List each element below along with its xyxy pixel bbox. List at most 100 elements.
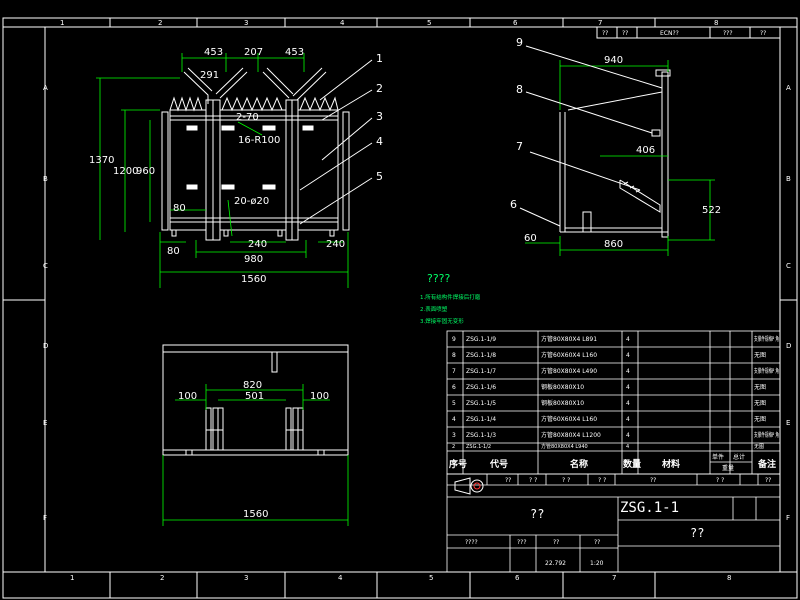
grid-row-d: D [43,342,48,350]
grid-col-8-bottom: 8 [727,574,731,582]
grid-col-1: 1 [60,19,64,27]
dim-60: 60 [524,233,537,244]
dim-16-r100: 16-R100 [238,135,280,146]
technical-notes: ???? 1.所有结构件焊接后打磨 2.表面喷塑 3.焊接牢固无变形 [420,272,481,325]
grid-col-8: 8 [714,19,718,27]
bom-rows: 9 ZSG.1-1/9 方管80X80X4 L891 4 支撑件规格P 角 8 … [452,335,779,439]
dim-522: 522 [702,205,721,216]
bom-header-remark: 备注 [757,458,776,470]
drawing-number: ZSG.1-1 [620,500,679,516]
dim-291: 291 [200,70,219,81]
title-block [446,473,781,573]
grid-col-5-bottom: 5 [429,574,433,582]
sub-cell-1: ?? [505,477,511,484]
table-row: 7 ZSG.1-1/7 方管80X80X4 L490 4 支撑件规格P 角 [452,367,779,375]
grid-col-7: 7 [598,19,602,27]
balloon-6: 6 [510,198,517,211]
bom-name: 方管80X80X4 L891 [541,335,597,343]
grid-row-b-right: B [786,175,791,183]
side-view [559,69,671,238]
sub-cell-5: ?? [650,477,656,484]
balloon-7: 7 [516,140,523,153]
dim-820: 820 [243,380,262,391]
bom-no: 2 [452,444,455,450]
side-view-dims [525,60,715,256]
drawing-scale: 1:20 [590,560,604,567]
bom-qty: 4 [626,336,630,343]
dim-940: 940 [604,55,623,66]
bom-name: 方管60X60X4 L160 [541,351,597,359]
bom-name: 方管60X60X4 L160 [541,415,597,423]
bom-code: ZSG.1-1/9 [466,336,496,343]
drawing-name: ?? [530,507,544,521]
grid-row-b: B [43,175,48,183]
title-sub-row: ?? ? ? ? ? ? ? ?? ? ? ?? [505,477,771,484]
side-balloons [519,45,663,227]
bom-remark: 无图 [754,352,766,359]
bom-qty: 4 [626,416,630,423]
drawing-weight: 22.792 [545,560,566,567]
top-view [162,344,349,456]
grid-col-ticks [109,18,656,598]
grid-col-5: 5 [427,19,431,27]
bom-code: ZSG.1-1/2 [466,444,491,450]
bom-code: ZSG.1-1/5 [466,400,496,407]
dim-980: 980 [244,254,263,265]
tb-label-2: ??? [517,539,527,546]
bom-no: 5 [452,400,456,407]
balloon-2: 2 [376,82,383,95]
dim-1370: 1370 [89,155,114,166]
bom-rows-extra: 2 ZSG.1-1/2 方管80X80X4 L940 4 无图 [452,443,764,450]
bom-name: 方管80X80X4 L490 [541,367,597,375]
dim-453-left: 453 [204,47,223,58]
dim-1560-front: 1560 [241,274,266,285]
bom-header-single: 单件 [712,453,724,461]
grid-right-labels: A B C D E F [786,84,791,522]
bom-header-weight: 重量 [722,464,734,472]
grid-row-f: F [43,514,47,522]
dim-1200: 1200 [113,166,138,177]
front-view [161,67,350,241]
table-row: 8 ZSG.1-1/8 方管60X60X4 L160 4 无图 [452,351,766,359]
bom-code: ZSG.1-1/7 [466,368,496,375]
bom-qty: 4 [626,368,630,375]
dim-207: 207 [244,47,263,58]
bom-header-total: 总计 [733,453,745,461]
sub-cell-4: ? ? [598,477,606,484]
bom-header: 1 序号 代号 名称 数量 材料 单件 总计 重量 备注 [449,453,776,472]
tb-label-3: ?? [553,539,559,546]
grid-row-e-right: E [786,419,790,427]
top-view-dim-text: 820 501 100 100 1560 [178,380,329,520]
dim-406: 406 [636,145,655,156]
grid-col-4-bottom: 4 [338,574,343,582]
grid-col-1-bottom: 1 [70,574,74,582]
bom-remark: 无图 [754,384,766,391]
dim-240-mid: 240 [248,239,267,250]
ecn-cell-4: ??? [723,30,733,37]
table-row: 3 ZSG.1-1/3 方管80X80X4 L1200 4 支撑件规格P 角 [452,431,779,439]
table-row: 5 ZSG.1-1/5 钢板80X80X10 4 无图 [452,399,766,407]
bom-no: 4 [452,416,456,423]
grid-col-2: 2 [158,19,162,27]
tb-label-1: ???? [465,539,478,546]
bom-header-no: 序号 [449,458,467,470]
sub-cell-7: ?? [765,477,771,484]
bom-no: 6 [452,384,456,391]
front-view-dims [96,53,349,288]
bom-qty: 4 [626,384,630,391]
grid-row-a: A [43,84,48,92]
ecn-header: ?? ?? ECN?? ??? ?? [596,26,781,39]
dim-860: 860 [604,239,623,250]
bom-remark: 支撑件规格P 角 [754,367,779,375]
front-view-dim-text: 453 207 453 291 2-70 16-R100 1370 1200 9… [89,47,345,285]
grid-col-6-bottom: 6 [515,574,520,582]
front-balloons [299,59,373,225]
balloon-8: 8 [516,83,523,96]
bom-name: 方管80X80X4 L1200 [541,431,601,439]
sub-cell-6: ? ? [716,477,724,484]
dim-100-right: 100 [310,391,329,402]
grid-row-c: C [43,262,48,270]
bom-code: ZSG.1-1/3 [466,432,496,439]
company-unit: ?? [690,526,704,540]
